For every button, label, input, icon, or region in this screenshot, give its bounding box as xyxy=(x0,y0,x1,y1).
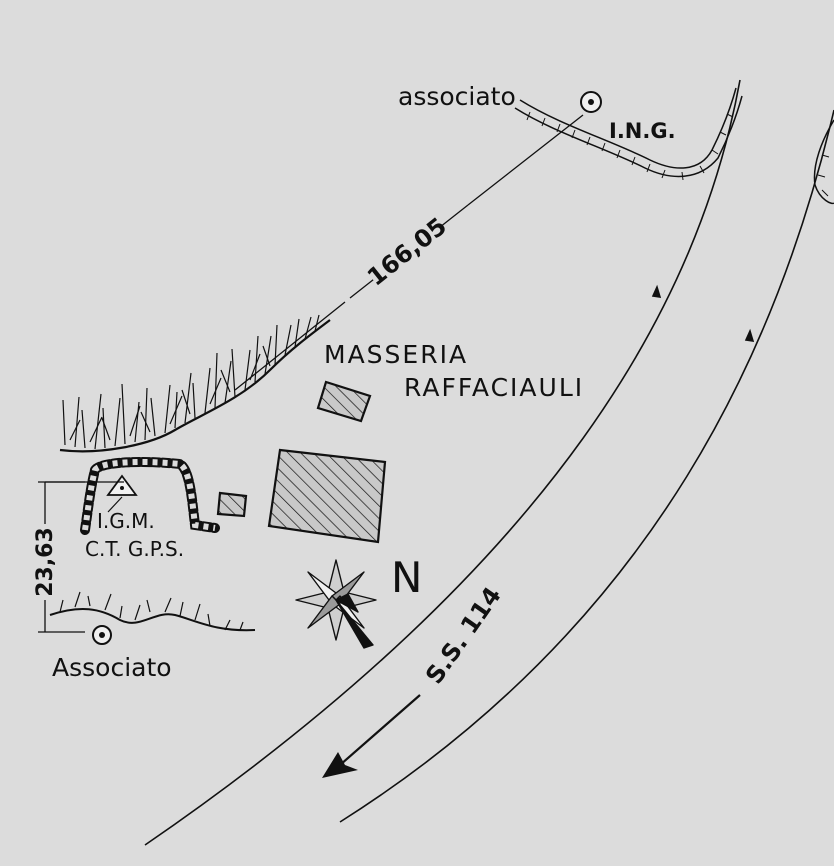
direction-arrow-icon xyxy=(322,694,421,778)
trig-point-icon xyxy=(106,474,138,496)
igm-label-line2: C.T. G.P.S. xyxy=(85,537,184,561)
stone-enclosure xyxy=(80,457,220,535)
ing-label: I.N.G. xyxy=(609,119,676,143)
building-small-north xyxy=(316,380,372,423)
distance-short-label: 23,63 xyxy=(33,527,58,597)
trig-point xyxy=(106,474,138,513)
north-label: N xyxy=(391,553,422,602)
distance-long-label: 166,05 xyxy=(362,212,452,292)
station-top-label: associato xyxy=(398,82,516,111)
benchmark-bottom xyxy=(92,625,112,645)
distance-label-bg xyxy=(366,216,452,292)
road-tick xyxy=(744,328,755,342)
roadside-wall-right xyxy=(813,119,834,205)
benchmark-top xyxy=(580,91,602,113)
road-label: S.S. 114 xyxy=(420,582,507,689)
building-small-west xyxy=(216,491,248,518)
igm-label-line1: I.G.M. xyxy=(97,509,155,533)
roadside-wall xyxy=(514,87,743,181)
station-bottom-label: Associato xyxy=(52,653,172,682)
buildings xyxy=(216,380,387,544)
vegetation-lower xyxy=(49,591,256,632)
road-inner-edge xyxy=(144,79,741,846)
masseria-label-line1: MASSERIA xyxy=(324,340,468,369)
road-ss114 xyxy=(144,79,834,846)
road-tick xyxy=(651,284,662,298)
masseria-label-line2: RAFFACIAULI xyxy=(404,373,584,402)
vegetation-upper xyxy=(59,314,331,453)
compass-rose-icon xyxy=(295,559,377,649)
road-outer-edge xyxy=(339,109,834,823)
building-main xyxy=(267,448,387,544)
